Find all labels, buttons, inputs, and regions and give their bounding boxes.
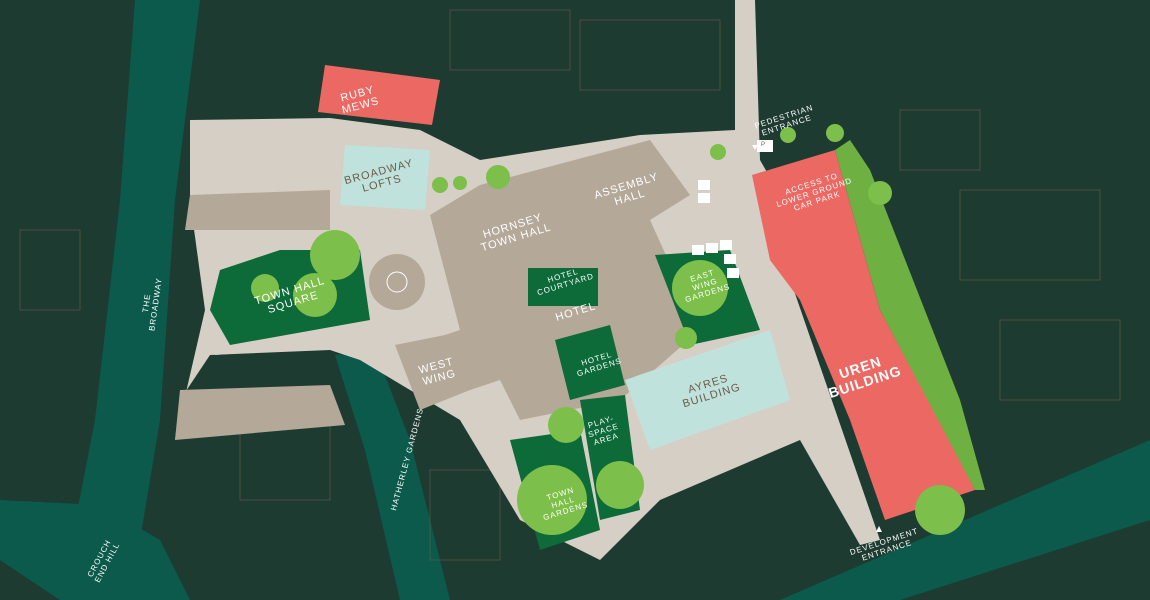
garden-hotel-courtyard bbox=[528, 268, 598, 306]
road-the-broadway bbox=[60, 0, 200, 600]
pedestrian-entrance-arrow bbox=[752, 145, 758, 150]
development-entrance-arrow bbox=[876, 526, 882, 532]
building-ruby-mews bbox=[318, 65, 440, 125]
parking-bays bbox=[692, 140, 773, 278]
parking-icon: P bbox=[761, 142, 767, 148]
building-broadway-lofts bbox=[340, 145, 430, 210]
building-west-wing bbox=[395, 330, 490, 410]
building-uren bbox=[752, 150, 975, 520]
building-ayres bbox=[625, 330, 790, 450]
road-crouch-end-hill bbox=[0, 500, 190, 600]
fountain bbox=[369, 254, 425, 310]
trees bbox=[251, 124, 965, 535]
road-hatherley-gardens bbox=[335, 350, 450, 600]
road-south bbox=[780, 440, 1150, 600]
garden-hotel bbox=[555, 325, 625, 400]
neighbour-outlines bbox=[19, 9, 1121, 561]
building-south-west bbox=[185, 190, 330, 230]
uren-green-edge bbox=[835, 140, 985, 490]
building-west-block bbox=[175, 385, 345, 440]
